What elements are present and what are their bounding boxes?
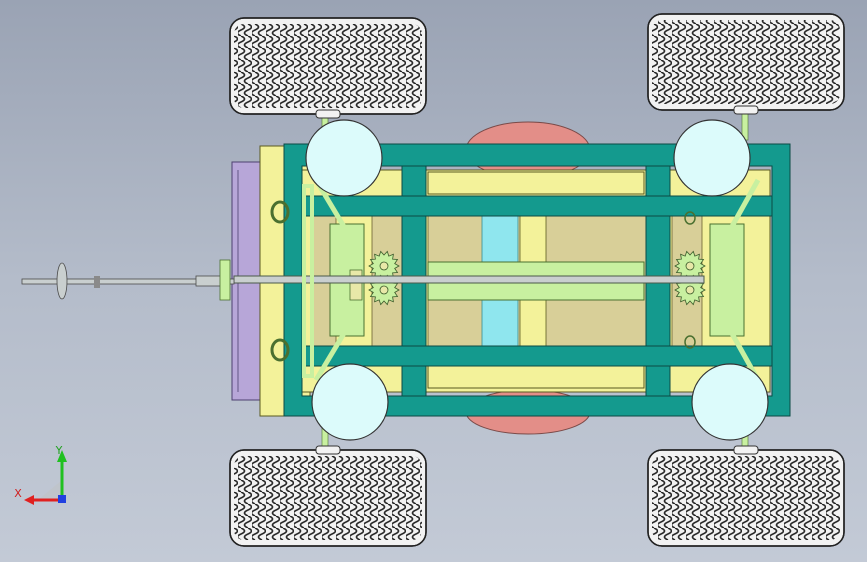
- coordinate-triad[interactable]: Y X: [14, 444, 67, 505]
- y-axis-label: Y: [55, 444, 63, 457]
- x-axis-label: X: [14, 487, 22, 500]
- tow-bar: [21, 259, 235, 301]
- mount-loops: [270, 200, 696, 362]
- wheel-hub: [691, 363, 769, 441]
- wheel: [647, 13, 845, 115]
- wheel: [229, 17, 427, 119]
- wheel-hub: [673, 119, 751, 197]
- steering-gear: [368, 250, 400, 282]
- yellow-crossbars: [427, 171, 645, 389]
- wheel-hub: [311, 363, 389, 441]
- wheel: [229, 445, 427, 547]
- wheel-hub: [305, 119, 383, 197]
- steering-box-right: [709, 223, 745, 337]
- hub-group: [305, 119, 769, 441]
- wheel: [647, 445, 845, 547]
- wheel-group: [229, 13, 845, 547]
